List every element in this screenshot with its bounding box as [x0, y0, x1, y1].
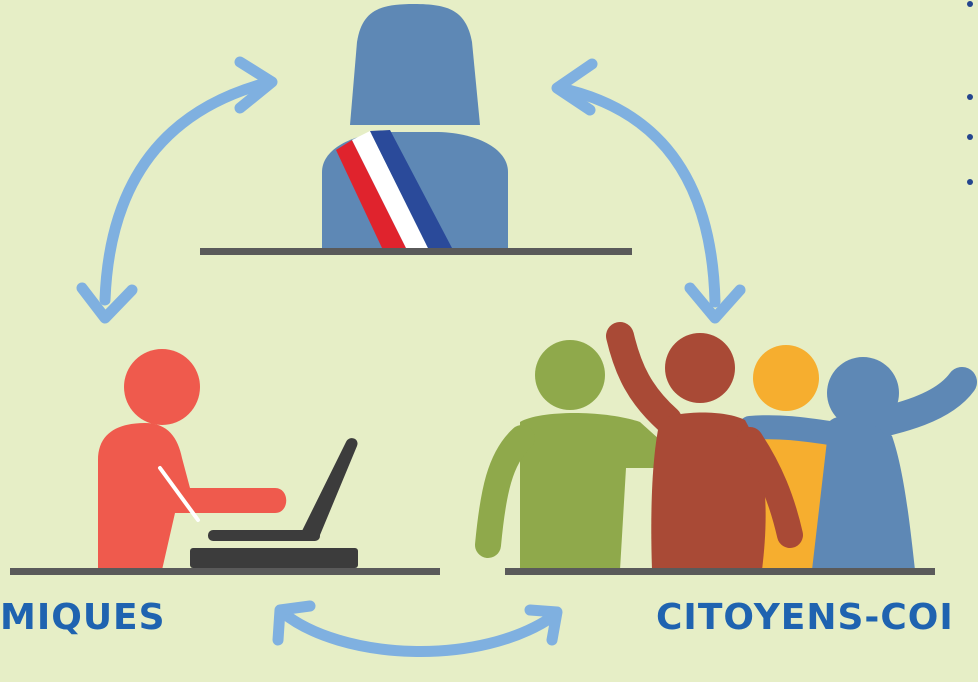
researcher-at-laptop-icon [10, 349, 440, 575]
mayor-icon [200, 4, 632, 255]
citizens-group-icon [475, 322, 977, 575]
bullet-2 [967, 94, 973, 100]
bullet-3 [967, 134, 973, 140]
label-academics: MIQUES [0, 597, 166, 638]
bullet-4 [967, 179, 973, 185]
arrow-mayor-citizens-icon [551, 58, 746, 324]
arrow-researchers-citizens-icon [272, 600, 563, 657]
arrow-mayor-researchers-icon [76, 56, 278, 324]
label-citizens: CITOYENS-COI [656, 597, 954, 638]
bullet-1 [967, 1, 973, 7]
bullet-points [967, 1, 973, 185]
